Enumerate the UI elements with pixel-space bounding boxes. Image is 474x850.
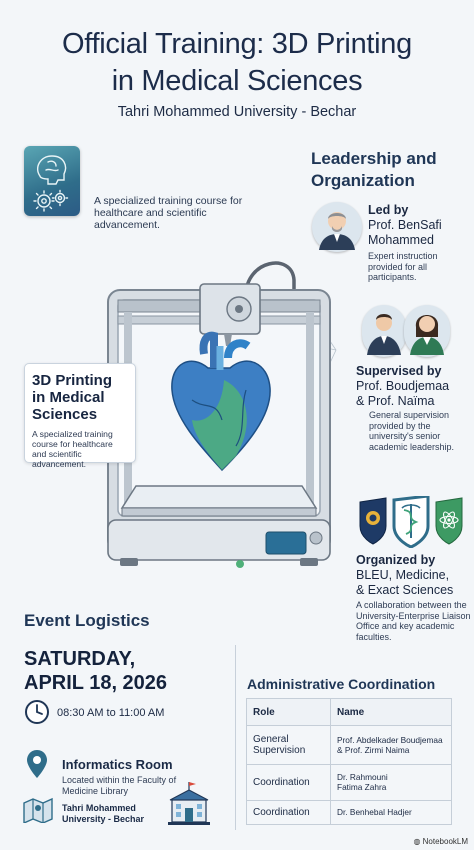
admin-role-cell: General Supervision [246,725,331,765]
notebooklm-brand: ◍ NotebookLM [413,837,468,846]
table-row: Coordination Dr. Rahmouni Fatima Zahra [246,763,452,801]
admin-role-line-1: General [253,733,289,745]
map-icon [22,797,54,825]
clock-icon [24,699,50,725]
admin-role-line-1: Coordination [253,776,310,788]
organized-by-label: Organized by [356,553,436,567]
building-icon [166,780,212,826]
admin-name-cell: Dr. Rahmouni Fatima Zahra [330,763,452,801]
organized-by-name-line-2: & Exact Sciences [356,583,454,597]
leadership-heading: Leadership and Organization [311,148,471,192]
callout-title-line-2: in Medical [32,389,105,406]
organized-by-description: A collaboration between the University-E… [356,600,471,642]
notebooklm-brand-label: NotebookLM [422,837,468,846]
university-name-line-1: Tahri Mohammed [62,803,136,813]
title-line-2: in Medical Sciences [111,65,363,97]
admin-role-cell: Coordination [246,799,331,826]
location-pin-icon [26,749,48,779]
callout-title-line-3: Sciences [32,406,98,423]
avatar-boudjemaa [362,305,406,357]
leadership-heading-line-2: Organization [311,171,415,190]
admin-name-cell: Dr. Benhebal Hadjer [330,799,452,826]
university-shield-icon [359,497,387,545]
admin-name-line-1: Dr. Rahmouni [337,772,388,783]
room-description: Located within the Faculty of Medicine L… [62,775,177,796]
avatar-naima [404,305,450,357]
admin-name-line-2: Fatima Zahra [337,782,387,793]
brain-gear-icon [24,146,80,216]
event-time: 08:30 AM to 11:00 AM [57,707,165,719]
page-subtitle: Tahri Mohammed University - Bechar [117,104,357,120]
led-by-name-line-2: Mohammed [368,233,434,247]
event-date-line-1: SATURDAY, [24,648,136,670]
man-avatar-icon [319,212,355,250]
admin-name-line-2: & Prof. Zirmi Naima [337,744,410,755]
callout-title: 3D Printing in Medical Sciences [32,372,128,423]
science-shield-icon [435,497,463,545]
admin-heading: Administrative Coordination [247,676,436,692]
supervised-by-block: Supervised by Prof. Boudjemaa & Prof. Na… [356,364,472,409]
led-by-block: Led by Prof. BenSafi Mohammed [368,203,472,248]
admin-table-header-row: Role Name [246,698,452,726]
table-row: Coordination Dr. Benhebal Hadjer [246,799,452,826]
section-divider [235,645,236,830]
logistics-heading: Event Logistics [24,611,150,630]
man-avatar-icon [367,314,401,355]
admin-role-cell: Coordination [246,763,331,801]
supervised-by-description: General supervision provided by the univ… [369,410,455,452]
avatar-bensafi [312,202,362,252]
event-date: SATURDAY, APRIL 18, 2026 [24,647,224,695]
leadership-heading-line-1: Leadership and [311,149,437,168]
admin-role-line-1: Coordination [253,806,310,818]
callout-title-line-1: 3D Printing [32,372,113,389]
notebooklm-logo-icon: ◍ [413,837,423,846]
admin-column-header: Role [246,698,331,726]
admin-table: Role Name General Supervision Prof. Abde… [246,698,452,826]
admin-role-line-2: Supervision [253,744,306,756]
page-title: Official Training: 3D Printing in Medica… [10,26,464,100]
medicine-shield-icon [392,494,430,549]
table-row: General Supervision Prof. Abdelkader Bou… [246,725,452,765]
faculty-shields [356,494,466,549]
title-line-1: Official Training: 3D Printing [62,28,412,60]
room-name: Informatics Room [62,757,173,772]
woman-avatar-icon [410,315,444,355]
university-name: Tahri Mohammed University - Bechar [62,803,172,824]
admin-name-line-1: Dr. Benhebal Hadjer [337,807,412,818]
admin-name-line-1: Prof. Abdelkader Boudjemaa [337,734,443,745]
training-callout-card: 3D Printing in Medical Sciences A specia… [24,363,136,469]
led-by-name-line-1: Prof. BenSafi [368,218,442,232]
callout-description: A specialized training course for health… [32,429,113,469]
university-name-line-2: University - Bechar [62,813,145,824]
supervised-by-name-line-2: & Prof. Naïma [356,394,435,408]
organized-by-block: Organized by BLEU, Medicine, & Exact Sci… [356,553,472,598]
intro-description: A specialized training course for health… [94,195,243,231]
admin-name-cell: Prof. Abdelkader Boudjemaa & Prof. Zirmi… [330,725,452,765]
led-by-label: Led by [368,203,409,217]
admin-column-header: Name [330,698,452,726]
event-date-line-2: APRIL 18, 2026 [24,672,168,694]
supervised-by-label: Supervised by [356,364,442,378]
printer-heart-illustration [96,250,358,580]
supervised-by-name-line-1: Prof. Boudjemaa [356,379,450,393]
organized-by-name-line-1: BLEU, Medicine, [356,568,450,582]
led-by-description: Expert instruction provided for all part… [368,251,438,282]
